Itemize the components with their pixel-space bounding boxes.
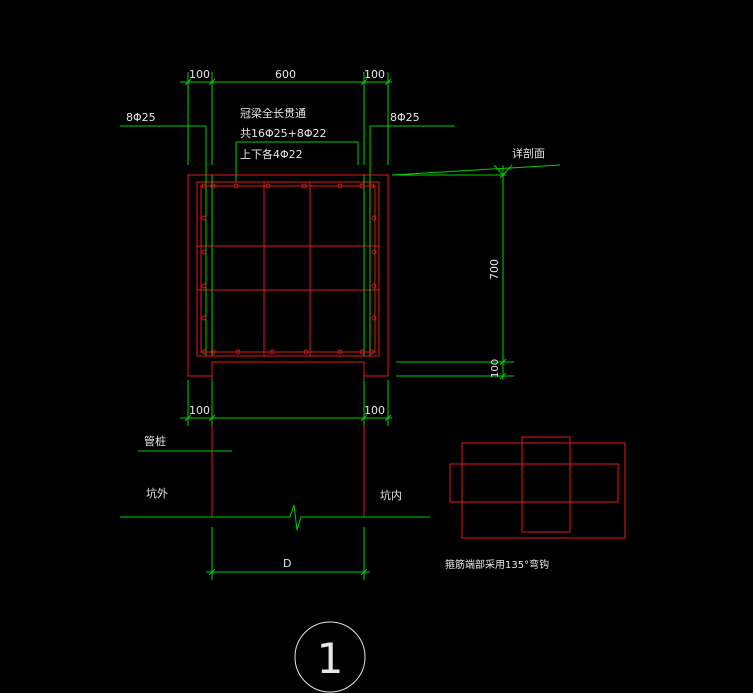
- dim-top-left-100: 100: [189, 68, 210, 81]
- dim-height-100: 100: [490, 359, 501, 378]
- dim-top-600: 600: [275, 68, 296, 81]
- note-line-1: 冠梁全长贯通: [240, 106, 306, 120]
- section-ref: 详剖面: [512, 146, 545, 160]
- rebar-dots: [201, 183, 377, 355]
- top-dimension-chain: [180, 72, 392, 165]
- pile: [211, 362, 365, 517]
- dim-height-700: 700: [488, 259, 501, 280]
- note-line-3: 上下各4Φ22: [240, 147, 303, 161]
- label-pile: 管桩: [144, 434, 166, 448]
- right-dimension-chain: [391, 164, 561, 380]
- rebar-leaders: [120, 125, 455, 182]
- label-inside: 坑内: [380, 488, 402, 502]
- label-rebar-right: 8Φ25: [390, 111, 420, 124]
- ground-line: [120, 504, 430, 531]
- note-line-2: 共16Φ25+8Φ22: [240, 127, 327, 140]
- bottom-dimension-chain: [180, 380, 392, 426]
- crown-beam-section: [187, 174, 389, 377]
- dim-bottom-right-100: 100: [364, 404, 385, 417]
- vertical-rebars: [205, 170, 371, 356]
- diameter-dimension: [206, 527, 370, 580]
- dim-diameter: D: [283, 557, 291, 570]
- dim-top-right-100: 100: [364, 68, 385, 81]
- label-rebar-left: 8Φ25: [126, 111, 156, 124]
- stirrup-detail: [449, 436, 626, 539]
- drawing-number-circle: [294, 621, 366, 693]
- label-stirrup-note: 箍筋端部采用135°弯钩: [445, 558, 549, 571]
- dim-bottom-left-100: 100: [189, 404, 210, 417]
- label-outside: 坑外: [146, 486, 168, 500]
- drawing-number: 1: [317, 634, 344, 683]
